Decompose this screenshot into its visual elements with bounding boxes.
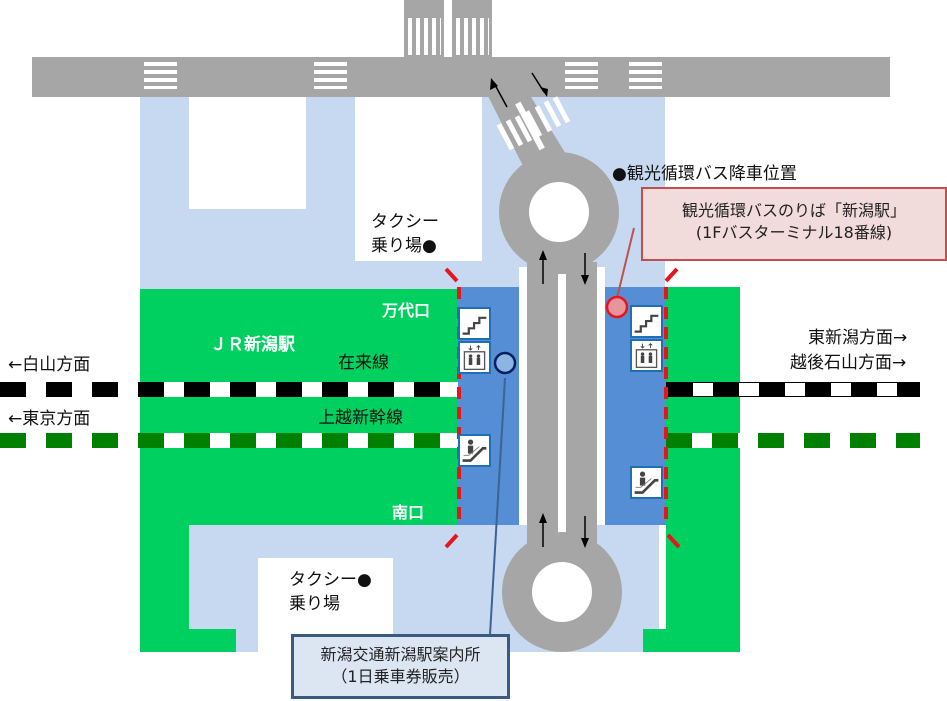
shinkansen-line-label: 上越新幹線 [318,408,403,428]
direction-tokyo: ←東京方面 [8,409,91,429]
elevator-icon [458,341,491,374]
shinkansen-track-right [666,433,920,448]
station-building-left [140,289,458,525]
crosswalk [456,18,489,55]
direction-shirayama: ←白山方面 [8,355,91,375]
gate-line-west [457,287,461,527]
south-exit-label: 南口 [392,503,425,522]
station-name-label: ＪＲ新潟駅 [210,335,295,355]
conventional-track-right [666,382,920,397]
shinkansen-track-left [0,433,458,448]
escalator-icon [458,434,491,467]
escalator-icon [630,466,663,499]
taxi-area-north [355,97,482,261]
bus-stop-callout-line1: 観光循環バスのりば「新潟駅」 [681,201,906,220]
station-left-stub [140,629,236,652]
taxi-south-line2: 乗り場 [289,594,340,614]
elevator-icon [630,339,663,372]
north-exit-label: 万代口 [382,301,431,320]
crosswalk [629,62,662,89]
bus-dropoff-label: ●観光循環バス降車位置 [612,164,797,184]
station-building-right [666,287,740,652]
crosswalk [565,62,598,89]
direction-higashi-niigata: 東新潟方面→ [808,328,908,348]
bus-lane-border-left [519,267,527,525]
conventional-line-label: 在来線 [338,353,389,373]
taxi-north-line1: タクシー [371,212,439,232]
bus-stop-callout: 観光循環バスのりば「新潟駅」 (1Fバスターミナル18番線) [641,187,947,261]
info-center-callout-line2: （1日乗車券販売） [331,667,470,686]
info-center-callout: 新潟交通新潟駅案内所 （1日乗車券販売） [291,634,510,699]
stairs-icon [458,307,491,340]
crosswalk [408,18,441,55]
crosswalk [314,62,347,89]
info-center-callout-line1: 新潟交通新潟駅案内所 [320,645,481,664]
taxi-north-line2: 乗り場● [371,236,437,256]
bus-lane-border-right [597,267,605,525]
building-block [189,97,306,209]
stairs-icon [630,305,663,338]
gate-line-east [664,287,668,527]
station-right-stub [643,629,673,652]
direction-echigo-ishiyama: 越後石山方面→ [790,353,907,373]
taxi-south-line1: タクシー● [289,570,372,590]
conventional-track-left [0,382,458,397]
bus-stop-callout-line2: (1Fバスターミナル18番線) [695,223,893,242]
crosswalk [144,62,177,89]
